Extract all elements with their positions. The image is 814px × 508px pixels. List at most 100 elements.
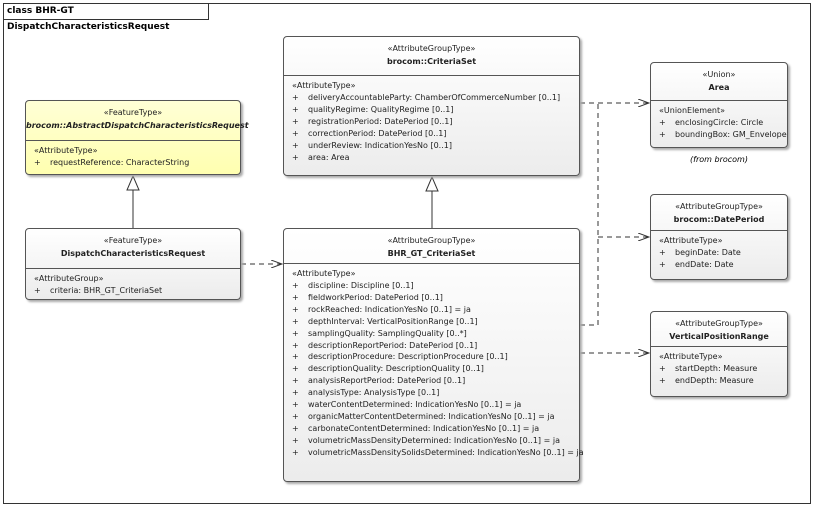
- attribute-text: correctionPeriod: DatePeriod [0..1]: [308, 128, 447, 138]
- attribute: + correctionPeriod: DatePeriod [0..1]: [292, 128, 575, 140]
- diagram-frame: [3, 3, 811, 504]
- class-criteria-set[interactable]: «AttributeGroupType» brocom::CriteriaSet…: [283, 36, 580, 176]
- class-vertical-position-range[interactable]: «AttributeGroupType» VerticalPositionRan…: [650, 311, 788, 397]
- class-name: brocom::DatePeriod: [673, 215, 765, 224]
- attribute-group: «AttributeType»: [34, 146, 98, 155]
- attribute-text: analysisType: AnalysisType [0..1]: [308, 388, 440, 398]
- attribute-text: deliveryAccountableParty: ChamberOfComme…: [308, 93, 561, 102]
- stereotype: «AttributeGroupType»: [387, 236, 476, 245]
- visibility: +: [292, 104, 299, 114]
- class-bhr-gt-criteria-set[interactable]: «AttributeGroupType» BHR_GT_CriteriaSet …: [283, 228, 584, 482]
- attribute-text: organicMatterContentDetermined: Indicati…: [308, 411, 555, 421]
- class-name: VerticalPositionRange: [669, 332, 769, 341]
- visibility: +: [292, 388, 299, 398]
- attribute-text: area: Area: [308, 152, 350, 162]
- stereotype: «AttributeGroupType»: [387, 44, 476, 53]
- attribute-text: criteria: BHR_GT_CriteriaSet: [50, 286, 163, 295]
- attribute-group: «AttributeType»: [292, 81, 356, 90]
- class-header: «AttributeGroupType» brocom::DatePeriod: [651, 195, 787, 231]
- attribute: + analysisReportPeriod: DatePeriod [0..1]: [292, 375, 575, 387]
- attribute-text: qualityRegime: QualityRegime [0..1]: [308, 104, 454, 114]
- attribute: +beginDate: Date: [659, 247, 783, 259]
- attribute-text: startDepth: Measure: [675, 364, 758, 373]
- visibility: +: [292, 140, 299, 150]
- class-header: «AttributeGroupType» BHR_GT_CriteriaSet: [284, 229, 579, 264]
- attribute-text: volumetricMassDensitySolidsDetermined: I…: [308, 447, 584, 457]
- attribute-text: descriptionReportPeriod: DatePeriod [0..…: [308, 340, 478, 350]
- class-name: brocom::CriteriaSet: [386, 57, 477, 66]
- class-area[interactable]: «Union» Area «UnionElement» + enclosingCir…: [650, 62, 788, 148]
- class-name: DispatchCharacteristicsRequest: [60, 249, 206, 258]
- stereotype: «AttributeGroupType»: [675, 319, 763, 328]
- visibility: +: [292, 435, 299, 445]
- attribute-text: fieldworkPeriod: DatePeriod [0..1]: [308, 292, 443, 302]
- class-header: «AttributeGroupType» brocom::CriteriaSet: [284, 37, 579, 76]
- attribute: + requestReference: CharacterString: [34, 157, 236, 169]
- attribute: +registrationPeriod: DatePeriod [0..1]: [292, 116, 575, 128]
- attribute-text: boundingBox: GM_Envelope: [675, 129, 787, 139]
- attribute-group: «AttributeType»: [659, 352, 723, 361]
- visibility: +: [292, 128, 299, 138]
- class-dispatch-characteristics-request[interactable]: «FeatureType» DispatchCharacteristicsReq…: [25, 228, 241, 300]
- attribute-text: registrationPeriod: DatePeriod [0..1]: [308, 116, 453, 126]
- attribute-text: requestReference: CharacterString: [50, 158, 190, 167]
- visibility: +: [292, 352, 299, 362]
- stereotype: «FeatureType»: [103, 108, 163, 117]
- attribute-text: rockReached: IndicationYesNo [0..1] = ja: [308, 304, 471, 314]
- class-abstract-dispatch-request[interactable]: «FeatureType» brocom::AbstractDispatchCh…: [25, 100, 249, 175]
- visibility: +: [292, 447, 299, 457]
- class-header: «FeatureType» brocom::AbstractDispatchCh…: [26, 101, 249, 141]
- attribute: + discipline: Discipline [0..1]: [292, 280, 575, 292]
- dependency-bhr-to-area: [580, 103, 599, 326]
- visibility: +: [292, 281, 299, 290]
- class-name: Area: [708, 83, 730, 92]
- attribute: + samplingQuality: SamplingQuality [0..*]: [292, 328, 575, 340]
- attribute: +descriptionQuality: DescriptionQuality …: [292, 363, 575, 375]
- attribute-text: analysisReportPeriod: DatePeriod [0..1]: [308, 376, 466, 386]
- class-name: brocom::AbstractDispatchCharacteristicsR…: [26, 121, 249, 130]
- visibility: +: [659, 129, 666, 139]
- visibility: +: [292, 152, 299, 162]
- attribute-text: enclosingCircle: Circle: [675, 118, 764, 127]
- attribute: + deliveryAccountableParty: ChamberOfComm…: [292, 92, 575, 104]
- visibility: +: [292, 400, 299, 410]
- attribute: +criteria: BHR_GT_CriteriaSet: [34, 285, 236, 297]
- visibility: +: [292, 292, 299, 302]
- attribute: + fieldworkPeriod: DatePeriod [0..1]: [292, 292, 575, 304]
- attribute: + endDepth: Measure: [659, 375, 783, 387]
- visibility: +: [292, 423, 299, 433]
- generalization-arrowhead: [126, 174, 140, 191]
- attribute-group: «AttributeType»: [659, 236, 723, 245]
- attribute: +waterContentDetermined: IndicationYesNo…: [292, 399, 575, 411]
- attribute: + rockReached: IndicationYesNo [0..1] = j…: [292, 304, 575, 316]
- attribute: + boundingBox: GM_Envelope: [659, 129, 787, 141]
- visibility: +: [292, 376, 299, 386]
- stereotype: «Union»: [702, 70, 736, 79]
- visibility: +: [292, 411, 299, 421]
- package-origin-note: (from brocom): [690, 155, 748, 164]
- visibility: +: [292, 304, 299, 314]
- generalization-arrowhead: [425, 175, 439, 192]
- attribute-text: discipline: Discipline [0..1]: [308, 281, 414, 290]
- attribute-group: «AttributeGroup»: [34, 274, 104, 283]
- attribute: +carbonateContentDetermined: IndicationY…: [292, 423, 575, 435]
- attribute-group: «UnionElement»: [659, 106, 726, 115]
- attribute-text: endDate: Date: [675, 259, 734, 269]
- attribute-text: endDepth: Measure: [675, 375, 754, 385]
- attribute: +volumetricMassDensityDetermined: Indica…: [292, 435, 575, 447]
- visibility: +: [292, 93, 299, 102]
- attribute: + analysisType: AnalysisType [0..1]: [292, 387, 575, 399]
- visibility: +: [34, 158, 41, 167]
- attribute: + organicMatterContentDetermined: Indicat…: [292, 411, 575, 423]
- visibility: +: [659, 375, 666, 385]
- visibility: +: [292, 328, 299, 338]
- visibility: +: [659, 248, 666, 257]
- attribute-text: samplingQuality: SamplingQuality [0..*]: [308, 328, 467, 338]
- visibility: +: [292, 316, 299, 326]
- class-date-period[interactable]: «AttributeGroupType» brocom::DatePeriod …: [650, 194, 788, 280]
- attribute-text: depthInterval: VerticalPositionRange [0.…: [308, 316, 478, 326]
- attribute: +endDate: Date: [659, 259, 783, 271]
- class-header: «Union» Area: [651, 63, 787, 101]
